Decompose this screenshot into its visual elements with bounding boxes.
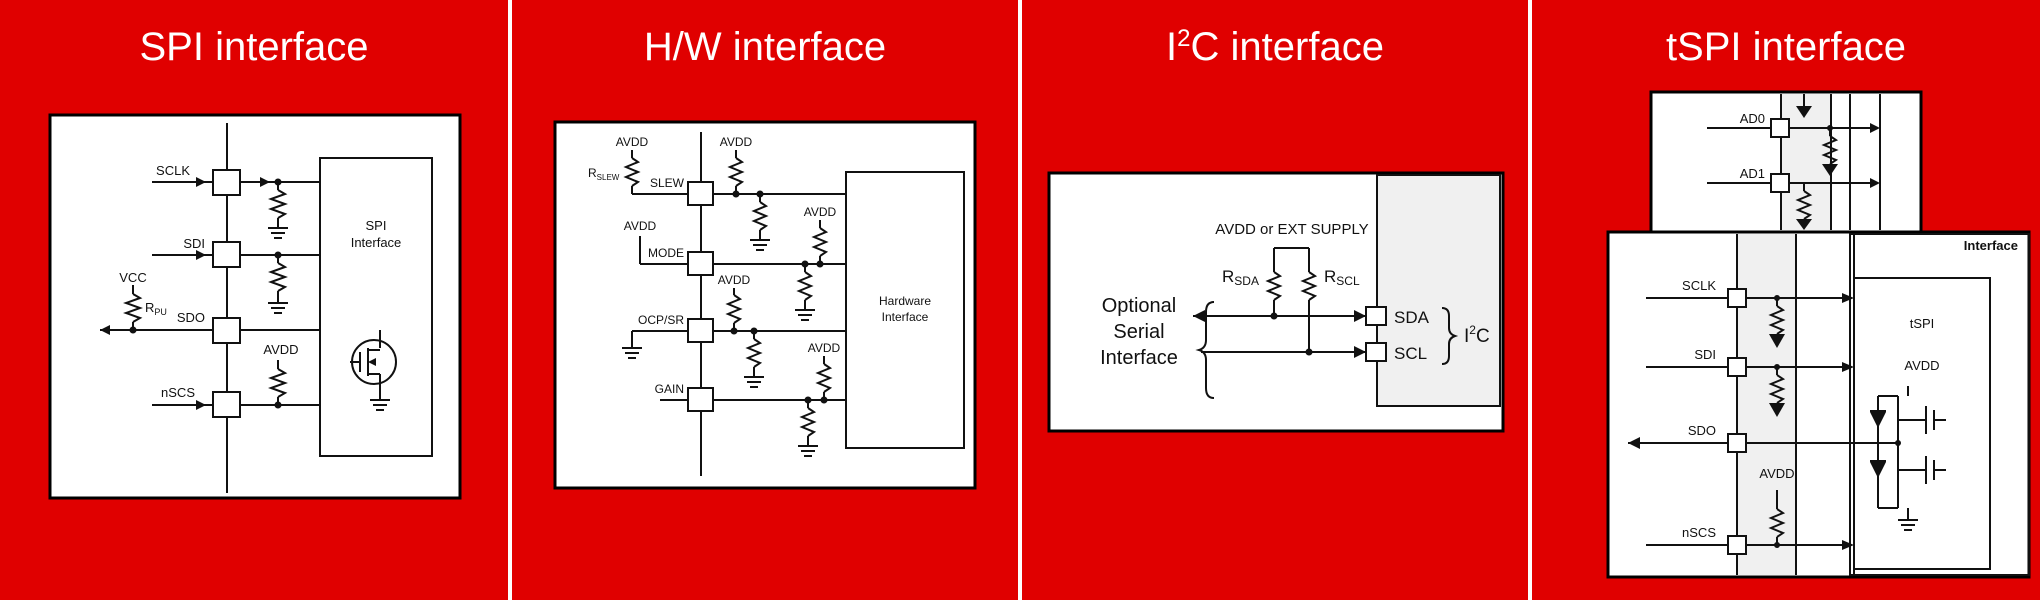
tspi-pin-ad1: AD1	[1740, 166, 1765, 181]
hw-pin-slew: SLEW	[650, 176, 685, 190]
i2c-pin-sda: SDA	[1394, 308, 1430, 327]
i2c-device-region	[1376, 174, 1501, 407]
spi-schematic: SCLK SDI SDO nSCS VCC RPU AVDD SPI Inter…	[48, 113, 462, 500]
hw-avdd-label-6: AVDD	[624, 219, 657, 233]
tspi-panel: tSPI interface	[1532, 0, 2040, 600]
spi-pin-sdi: SDI	[183, 236, 205, 251]
hw-avdd-label-4: AVDD	[718, 273, 751, 287]
hw-pin-ocpsr: OCP/SR	[638, 313, 684, 327]
spi-avdd-label: AVDD	[263, 342, 298, 357]
spi-pin-nscs: nSCS	[161, 385, 195, 400]
tspi-pin-nscs: nSCS	[1682, 525, 1716, 540]
hw-avdd-label-5: AVDD	[808, 341, 841, 355]
hw-avdd-label-3: AVDD	[804, 205, 837, 219]
tspi-schematic: AD0 AD1	[1606, 90, 2031, 579]
i2c-rscl-label: RSCL	[1324, 267, 1360, 288]
hw-block-label-1: Hardware	[879, 294, 931, 308]
i2c-supply-label: AVDD or EXT SUPPLY	[1215, 221, 1368, 238]
i2c-optional-line-3: Interface	[1100, 347, 1178, 369]
i2c-bus-label: I2C	[1464, 323, 1490, 347]
tspi-pin-ad0: AD0	[1740, 111, 1765, 126]
spi-vcc-label: VCC	[119, 270, 146, 285]
i2c-pin-scl: SCL	[1394, 344, 1427, 363]
tspi-block-label: tSPI	[1910, 316, 1935, 331]
tspi-interface-label: Interface	[1964, 238, 2018, 253]
tspi-avdd-label-2: AVDD	[1904, 358, 1939, 373]
i2c-schematic: AVDD or EXT SUPPLY RSDA RSCL SDA SCL I2C…	[1047, 171, 1505, 433]
spi-pin-sdo: SDO	[177, 310, 205, 325]
spi-pin-sclk: SCLK	[156, 163, 190, 178]
tspi-pin-sclk: SCLK	[1682, 278, 1716, 293]
hw-block-label-2: Interface	[882, 310, 929, 324]
i2c-optional-line-1: Optional	[1102, 295, 1177, 317]
hw-rslew-label: RSLEW	[588, 166, 620, 182]
hw-avdd-label-2: AVDD	[720, 135, 753, 149]
spi-rpu-label: RPU	[145, 300, 167, 317]
i2c-optional-line-2: Serial	[1113, 321, 1164, 343]
tspi-pin-sdo: SDO	[1688, 423, 1716, 438]
i2c-panel-title: I2C interface	[1166, 25, 1384, 69]
spi-block-label-1: SPI	[366, 218, 387, 233]
hw-panel: H/W interface	[512, 0, 1018, 600]
tspi-panel-title: tSPI interface	[1665, 25, 1907, 69]
tspi-pin-sdi: SDI	[1694, 347, 1716, 362]
spi-block-label-2: Interface	[351, 235, 402, 250]
hw-pin-gain: GAIN	[655, 382, 684, 396]
hw-avdd-label-1: AVDD	[616, 135, 649, 149]
hw-panel-title: H/W interface	[643, 25, 887, 69]
spi-panel-title: SPI interface	[139, 25, 369, 69]
hw-pin-mode: MODE	[648, 246, 684, 260]
hw-schematic: AVDD AVDD AVDD AVDD AVDD AVDD RSLEW SLEW…	[553, 120, 977, 490]
spi-panel: SPI interface	[0, 0, 508, 600]
tspi-avdd-label-1: AVDD	[1759, 466, 1794, 481]
i2c-rsda-label: RSDA	[1222, 267, 1259, 288]
i2c-panel: I2C interface	[1022, 0, 1528, 600]
